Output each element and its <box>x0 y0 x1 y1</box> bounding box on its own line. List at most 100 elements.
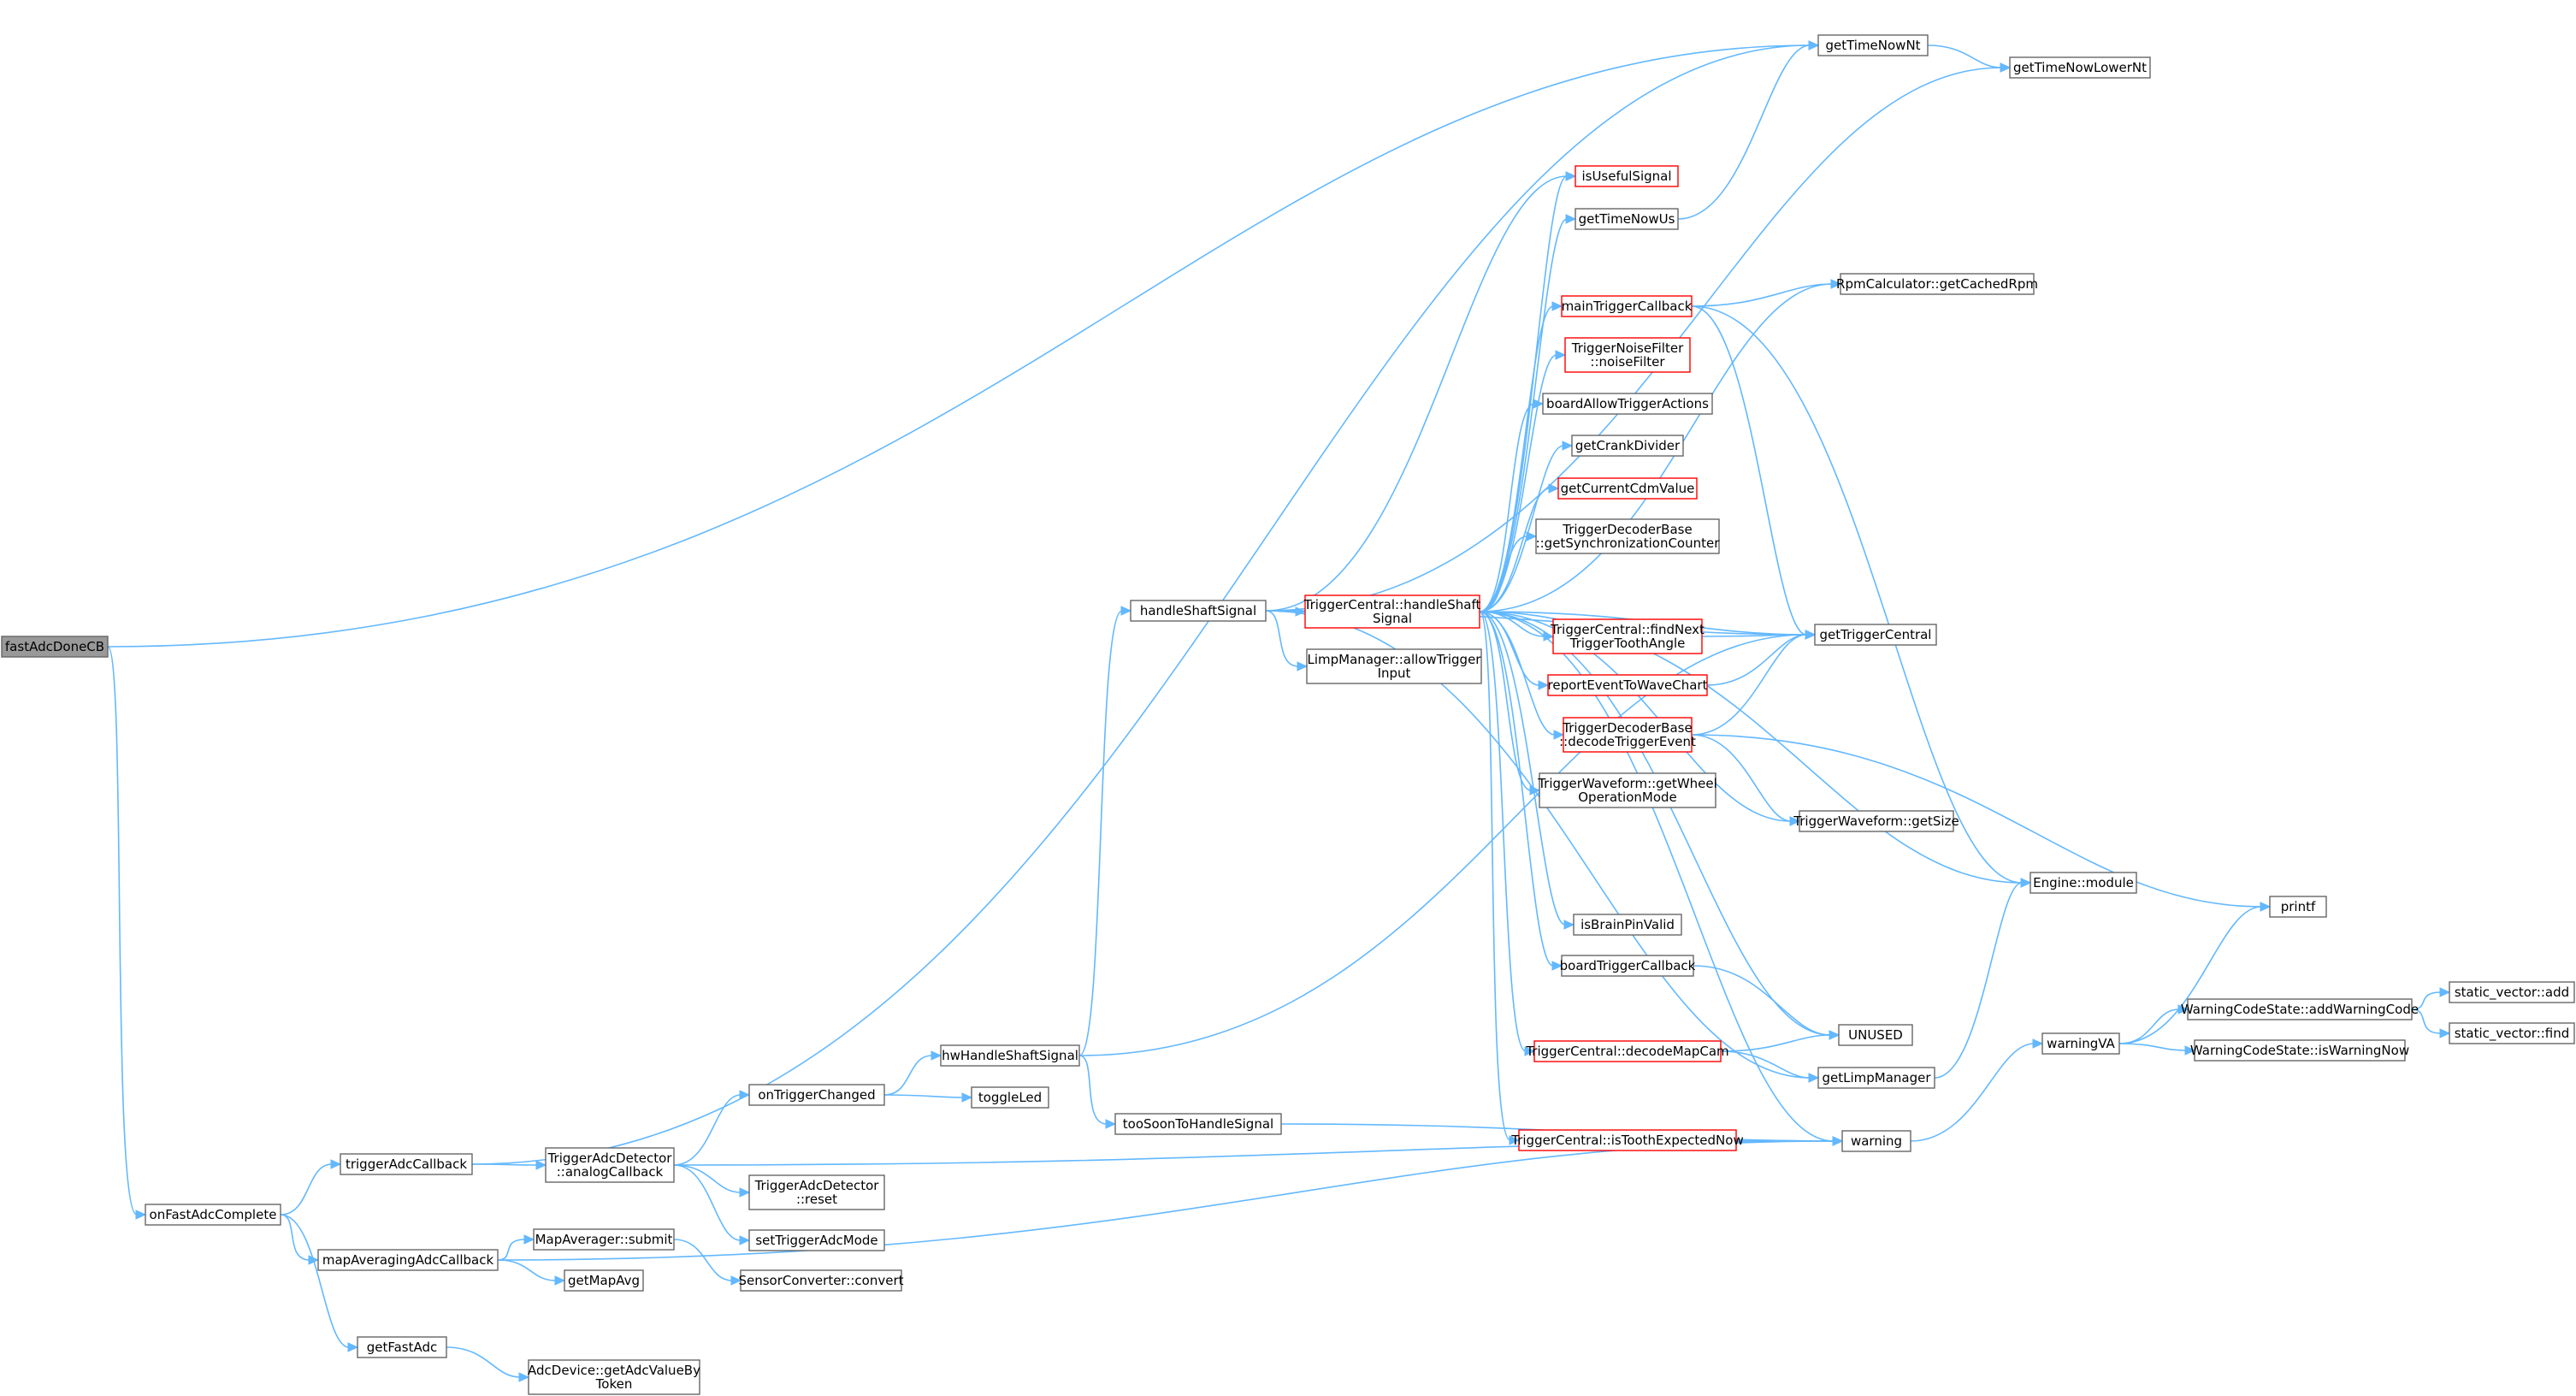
node-get-current-cdm-value[interactable]: getCurrentCdmValue <box>1557 477 1698 500</box>
node-trigger-central-is-tooth-expected-now[interactable]: TriggerCentral::isToothExpectedNow <box>1510 1129 1744 1151</box>
node-trigger-adc-detector-reset[interactable]: TriggerAdcDetector::reset <box>748 1174 885 1210</box>
node-trigger-waveform-get-size[interactable]: TriggerWaveform::getSize <box>1793 810 1959 832</box>
node-trigger-central-find-next-trigger-tooth-angle[interactable]: TriggerCentral::findNextTriggerToothAngl… <box>1550 618 1705 654</box>
node-label: TriggerCentral::decodeMapCam <box>1525 1044 1728 1059</box>
node-get-map-avg[interactable]: getMapAvg <box>564 1269 644 1292</box>
node-label: tooSoonToHandleSignal <box>1123 1116 1273 1132</box>
node-label: TriggerCentral::isToothExpectedNow <box>1510 1133 1743 1148</box>
node-label: reportEventToWaveChart <box>1548 677 1708 693</box>
node-trigger-adc-callback[interactable]: triggerAdcCallback <box>340 1153 473 1175</box>
edge-on-fast-adc-complete-to-trigger-adc-callback <box>280 1159 342 1216</box>
node-label: static_vector::add <box>2455 985 2569 1001</box>
node-trigger-central-decode-map-cam[interactable]: TriggerCentral::decodeMapCam <box>1525 1040 1729 1062</box>
node-set-trigger-adc-mode[interactable]: setTriggerAdcMode <box>748 1229 885 1251</box>
node-get-crank-divider[interactable]: getCrankDivider <box>1571 435 1684 457</box>
edge-warning-code-state-add-warning-code-to-static-vector-find <box>2411 1009 2451 1038</box>
edge-trigger-central-decode-map-cam-to-unused <box>1720 1030 1840 1052</box>
node-label: OperationMode <box>1578 790 1677 805</box>
node-board-allow-trigger-actions[interactable]: boardAllowTriggerActions <box>1542 393 1713 415</box>
node-sensor-converter-convert[interactable]: SensorConverter::convert <box>738 1269 904 1292</box>
node-trigger-noise-filter-noise-filter[interactable]: TriggerNoiseFilter::noiseFilter <box>1564 337 1691 373</box>
node-handle-shaft-signal[interactable]: handleShaftSignal <box>1130 600 1267 622</box>
node-label: getLimpManager <box>1822 1070 1931 1085</box>
node-label: ::analogCallback <box>557 1164 664 1180</box>
node-label: Engine::module <box>2033 875 2134 890</box>
node-label: warning <box>1851 1133 1902 1149</box>
node-label: boardTriggerCallback <box>1560 958 1696 973</box>
node-main-trigger-callback[interactable]: mainTriggerCallback <box>1561 295 1693 317</box>
edge-on-trigger-changed-to-hw-handle-shaft-signal <box>883 1050 942 1096</box>
node-label: getTriggerCentral <box>1820 627 1932 642</box>
node-label: mapAveragingAdcCallback <box>322 1252 494 1268</box>
node-map-averaging-adc-callback[interactable]: mapAveragingAdcCallback <box>317 1249 499 1271</box>
edge-trigger-adc-detector-analog-callback-to-set-trigger-adc-mode <box>673 1164 751 1245</box>
node-board-trigger-callback[interactable]: boardTriggerCallback <box>1560 955 1696 977</box>
node-trigger-central-handle-shaft-signal[interactable]: TriggerCentral::handleShaftSignal <box>1303 594 1481 629</box>
node-get-limp-manager[interactable]: getLimpManager <box>1817 1067 1935 1089</box>
edge-trigger-central-handle-shaft-signal-to-trigger-central-is-tooth-expected-now <box>1479 611 1521 1145</box>
node-label: TriggerCentral::findNext <box>1550 622 1705 637</box>
node-label: ::reset <box>796 1192 837 1207</box>
node-static-vector-find[interactable]: static_vector::find <box>2449 1022 2575 1044</box>
edge-warning-va-to-warning-code-state-add-warning-code <box>2118 1004 2189 1044</box>
node-trigger-decoder-base-decode-trigger-event[interactable]: TriggerDecoderBase::decodeTriggerEvent <box>1559 717 1696 753</box>
node-toggle-led[interactable]: toggleLed <box>971 1086 1049 1109</box>
edge-get-limp-manager-to-engine-module <box>1934 878 2032 1079</box>
node-get-trigger-central[interactable]: getTriggerCentral <box>1814 624 1937 646</box>
edge-trigger-central-handle-shaft-signal-to-board-allow-trigger-actions <box>1479 399 1545 612</box>
node-map-averager-submit[interactable]: MapAverager::submit <box>533 1228 675 1251</box>
edge-trigger-decoder-base-decode-trigger-event-to-printf <box>1691 734 2272 912</box>
node-unused[interactable]: UNUSED <box>1838 1024 1913 1046</box>
node-warning-code-state-is-warning-now[interactable]: WarningCodeState::isWarningNow <box>2190 1039 2409 1062</box>
edge-fast-adc-done-cb-to-get-time-now-nt <box>107 40 1820 648</box>
node-hw-handle-shaft-signal[interactable]: hwHandleShaftSignal <box>940 1044 1080 1067</box>
node-label: getTimeNowNt <box>1825 38 1920 53</box>
node-fast-adc-done-cb[interactable]: fastAdcDoneCB <box>1 636 109 658</box>
node-label: setTriggerAdcMode <box>755 1233 877 1248</box>
node-warning-va[interactable]: warningVA <box>2041 1032 2120 1055</box>
node-is-brain-pin-valid[interactable]: isBrainPinValid <box>1573 914 1682 936</box>
node-label: fastAdcDoneCB <box>5 639 104 654</box>
node-label: ::getSynchronizationCounter <box>1536 535 1721 551</box>
node-label: static_vector::find <box>2455 1026 2570 1042</box>
node-warning[interactable]: warning <box>1841 1130 1911 1152</box>
node-label: getTimeNowUs <box>1579 211 1675 227</box>
node-label: TriggerCentral::handleShaft <box>1303 597 1481 612</box>
node-label: Signal <box>1373 611 1412 626</box>
node-get-fast-adc[interactable]: getFastAdc <box>357 1336 447 1358</box>
node-trigger-decoder-base-get-synchronization-counter[interactable]: TriggerDecoderBase::getSynchronizationCo… <box>1535 518 1721 554</box>
node-report-event-to-wave-chart[interactable]: reportEventToWaveChart <box>1547 674 1708 696</box>
node-engine-module[interactable]: Engine::module <box>2029 872 2137 894</box>
node-label: getCurrentCdmValue <box>1561 481 1695 496</box>
node-on-trigger-changed[interactable]: onTriggerChanged <box>748 1084 885 1106</box>
edge-map-averaging-adc-callback-to-get-map-avg <box>497 1259 566 1286</box>
node-get-time-now-us[interactable]: getTimeNowUs <box>1575 208 1679 230</box>
edges-layer <box>107 40 2451 1382</box>
node-label: TriggerToothAngle <box>1569 636 1686 651</box>
node-trigger-adc-detector-analog-callback[interactable]: TriggerAdcDetector::analogCallback <box>545 1147 675 1183</box>
node-on-fast-adc-complete[interactable]: onFastAdcComplete <box>145 1204 281 1226</box>
node-label: getCrankDivider <box>1575 438 1681 453</box>
node-get-time-now-nt[interactable]: getTimeNowNt <box>1817 34 1929 56</box>
node-static-vector-add[interactable]: static_vector::add <box>2449 981 2575 1003</box>
edge-warning-code-state-add-warning-code-to-static-vector-add <box>2411 987 2451 1010</box>
node-printf[interactable]: printf <box>2269 896 2327 918</box>
node-get-time-now-lower-nt[interactable]: getTimeNowLowerNt <box>2009 56 2151 79</box>
edge-fast-adc-done-cb-to-on-fast-adc-complete <box>107 646 147 1220</box>
node-label: WarningCodeState::isWarningNow <box>2190 1043 2409 1058</box>
edge-warning-va-to-printf <box>2118 902 2272 1044</box>
node-label: onFastAdcComplete <box>150 1207 277 1222</box>
edge-get-time-now-nt-to-get-time-now-lower-nt <box>1927 44 2012 73</box>
edge-trigger-central-is-tooth-expected-now-to-warning <box>1735 1136 1844 1146</box>
node-label: RpmCalculator::getCachedRpm <box>1836 276 2038 292</box>
node-too-soon-to-handle-signal[interactable]: tooSoonToHandleSignal <box>1114 1113 1282 1135</box>
node-rpm-calculator-get-cached-rpm[interactable]: RpmCalculator::getCachedRpm <box>1836 273 2038 295</box>
node-is-useful-signal[interactable]: isUsefulSignal <box>1575 165 1679 187</box>
edge-warning-to-warning-va <box>1910 1038 2044 1142</box>
node-warning-code-state-add-warning-code[interactable]: WarningCodeState::addWarningCode <box>2181 998 2419 1020</box>
node-label: getTimeNowLowerNt <box>2013 60 2147 75</box>
